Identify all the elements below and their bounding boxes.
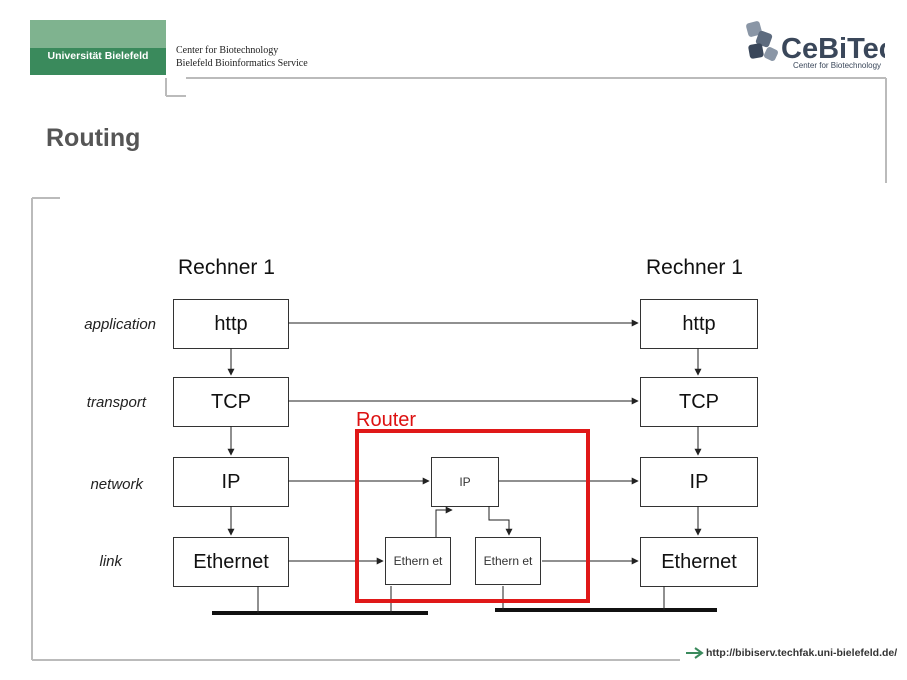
left-tcp-box: TCP	[173, 377, 289, 427]
router-ethernet-right-box: Ethern et	[475, 537, 541, 585]
router-ethernet-left-box: Ethern et	[385, 537, 451, 585]
router-label: Router	[356, 409, 417, 431]
router-down-path	[488, 506, 513, 536]
cebitec-logo-text: CeBiTec	[781, 33, 885, 65]
layer-label-link: link	[99, 553, 122, 570]
cebitec-logo-subtext: Center for Biotechnology	[793, 61, 881, 70]
university-logo-text: Universität Bielefeld	[47, 50, 149, 62]
layer-label-network: network	[90, 476, 143, 493]
footer-url[interactable]: http://bibiserv.techfak.uni-bielefeld.de…	[706, 647, 898, 659]
router-up-path	[435, 506, 453, 537]
cebitec-logo: CeBiTec Center for Biotechnology	[746, 21, 885, 70]
footer-arrow-icon	[694, 647, 704, 659]
layer-label-application: application	[84, 316, 156, 333]
layer-label-transport: transport	[86, 394, 146, 411]
center-line-2: Bielefeld Bioinformatics Service	[176, 58, 308, 69]
router-ip-box: IP	[431, 457, 499, 507]
router-boundary	[355, 429, 590, 603]
right-http-box: http	[640, 299, 758, 349]
center-line-1: Center for Biotechnology	[176, 45, 279, 56]
page-title: Routing	[46, 124, 141, 152]
university-logo-band	[30, 20, 166, 48]
right-ethernet-box: Ethernet	[640, 537, 758, 587]
left-ip-box: IP	[173, 457, 289, 507]
left-host-label: Rechner 1	[178, 256, 275, 279]
header-info: Center for Biotechnology Bielefeld Bioin…	[176, 44, 308, 70]
left-http-box: http	[173, 299, 289, 349]
right-ip-box: IP	[640, 457, 758, 507]
left-ethernet-box: Ethernet	[173, 537, 289, 587]
right-host-label: Rechner 1	[646, 256, 743, 279]
right-tcp-box: TCP	[640, 377, 758, 427]
